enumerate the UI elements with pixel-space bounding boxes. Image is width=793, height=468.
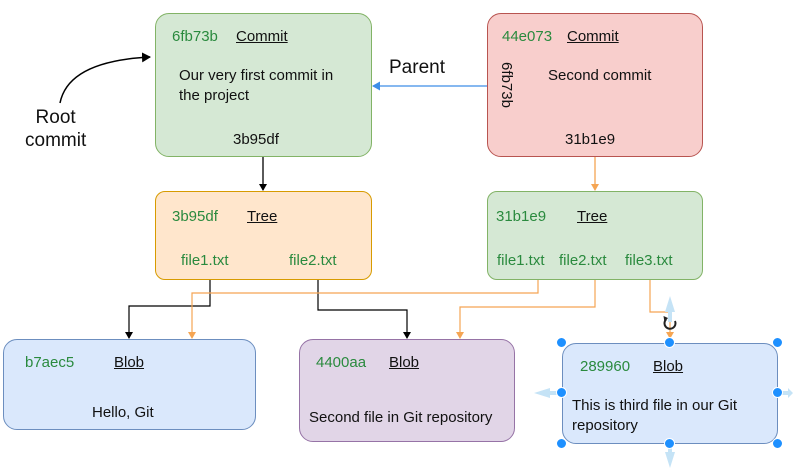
- tree2-file2-edge: [456, 280, 596, 339]
- commit1-message: Our very first commit in the project: [179, 67, 334, 104]
- tree1-file1-edge: [125, 280, 211, 339]
- commit2-kind: Commit: [567, 28, 619, 45]
- root-commit-line1: Root: [35, 107, 76, 128]
- commit2-node[interactable]: 44e073 Commit Second commit 31b1e9 6fb73…: [487, 13, 703, 157]
- tree1-file2-edge: [317, 280, 411, 339]
- blob1-node[interactable]: b7aec5 Blob Hello, Git: [3, 339, 256, 430]
- blob2-node[interactable]: 4400aa Blob Second file in Git repositor…: [299, 339, 515, 442]
- parent-label: Parent: [389, 57, 445, 78]
- blob1-hash: b7aec5: [25, 354, 75, 371]
- connect-arrow-down: [665, 446, 675, 468]
- commit2-hash: 44e073: [502, 28, 553, 45]
- tree2-file3-edge: [649, 280, 674, 339]
- resize-handle-nw[interactable]: [556, 337, 567, 348]
- commit1-tree-ref: 3b95df: [233, 131, 279, 148]
- tree1-file: file1.txt: [181, 252, 229, 269]
- resize-handle-e[interactable]: [772, 387, 783, 398]
- resize-handle-n[interactable]: [664, 337, 675, 348]
- tree1-file: file2.txt: [289, 252, 337, 269]
- blob2-kind: Blob: [389, 354, 420, 371]
- blob1-kind: Blob: [114, 354, 145, 371]
- resize-handle-s[interactable]: [664, 438, 675, 449]
- tree2-file: file1.txt: [497, 252, 545, 269]
- root-commit-label: Root commit: [25, 107, 86, 153]
- commit1-node[interactable]: 6fb73b Commit Our very first commit in t…: [155, 13, 372, 157]
- tree2-hash: 31b1e9: [496, 208, 547, 225]
- tree2-file: file2.txt: [559, 252, 607, 269]
- tree2-file: file3.txt: [625, 252, 673, 269]
- blob3-node[interactable]: 289960 Blob This is third file in our Gi…: [562, 343, 778, 444]
- commit2-tree-ref: 31b1e9: [565, 131, 616, 148]
- connect-arrow-up: [665, 296, 675, 322]
- commit1-hash: 6fb73b: [172, 28, 218, 45]
- blob2-hash: 4400aa: [316, 354, 367, 371]
- resize-handle-w[interactable]: [556, 387, 567, 398]
- blob3-kind: Blob: [653, 358, 684, 375]
- tree1-kind: Tree: [247, 208, 278, 225]
- commit2-parent-ref: 6fb73b: [497, 62, 515, 108]
- tree2-node[interactable]: 31b1e9 Tree file1.txt file2.txt file3.tx…: [487, 191, 703, 280]
- tree1-node[interactable]: 3b95df Tree file1.txt file2.txt: [155, 191, 372, 280]
- blob2-content: Second file in Git repository: [309, 409, 493, 426]
- blob3-content: This is third file in our Git repository: [572, 397, 738, 434]
- blob1-content: Hello, Git: [92, 404, 154, 421]
- blob3-hash: 289960: [580, 358, 631, 375]
- rotate-icon: [663, 316, 677, 330]
- tree1-hash: 3b95df: [172, 208, 218, 225]
- resize-handle-ne[interactable]: [772, 337, 783, 348]
- resize-handle-se[interactable]: [772, 438, 783, 449]
- tree2-file1-edge: [188, 280, 539, 339]
- commit1-kind: Commit: [236, 28, 288, 45]
- connect-arrow-right: [780, 388, 793, 398]
- root-commit-arrow: [59, 52, 151, 104]
- connect-arrow-left: [534, 388, 560, 398]
- commit2-message: Second commit: [548, 67, 652, 84]
- root-commit-line2: commit: [25, 129, 87, 151]
- resize-handle-sw[interactable]: [556, 438, 567, 449]
- tree2-kind: Tree: [577, 208, 608, 225]
- selection-guides: [534, 296, 793, 468]
